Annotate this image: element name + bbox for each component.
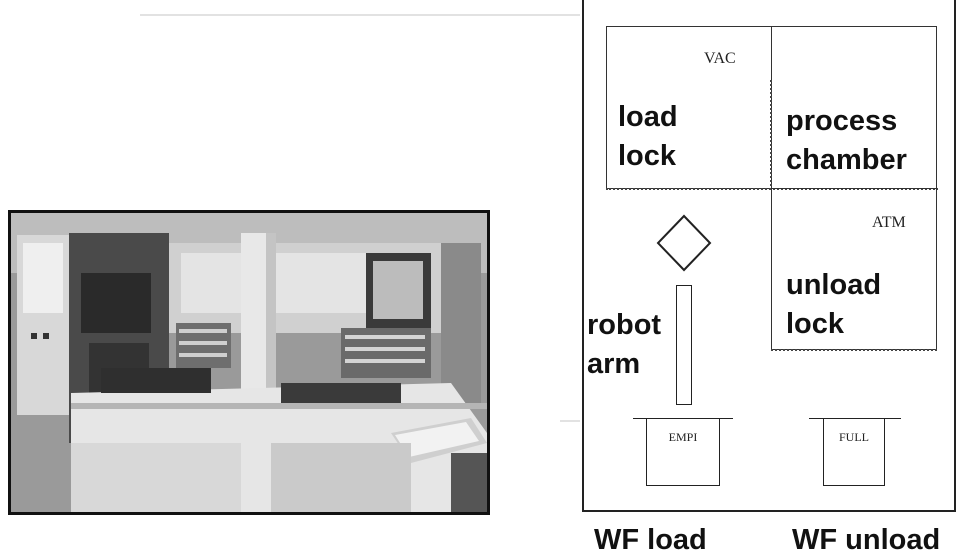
equipment-photo: [8, 210, 490, 515]
load-lock-label: load lock: [618, 98, 678, 176]
vacuum-boundary: [770, 80, 772, 190]
wf-load-label: WF load: [594, 524, 707, 557]
atm-label: ATM: [872, 214, 906, 232]
full-cassette: FULL: [823, 418, 885, 486]
robot-arm-shaft: [676, 285, 692, 405]
robot-arm-label: robot arm: [587, 306, 661, 384]
unload-lock-label: unload lock: [786, 266, 881, 344]
vac-label: VAC: [704, 50, 736, 68]
process-chamber-label: process chamber: [786, 102, 907, 180]
robot-end-effector-icon: [654, 213, 714, 273]
empty-cassette: EMPI: [646, 418, 720, 486]
cluster-tool-diagram: load lock VAC process chamber ATM unload…: [582, 0, 958, 560]
unload-lock-edge: [771, 349, 937, 351]
wf-unload-label: WF unload: [792, 524, 940, 557]
background-rule: [560, 420, 580, 422]
background-rule: [140, 14, 580, 16]
